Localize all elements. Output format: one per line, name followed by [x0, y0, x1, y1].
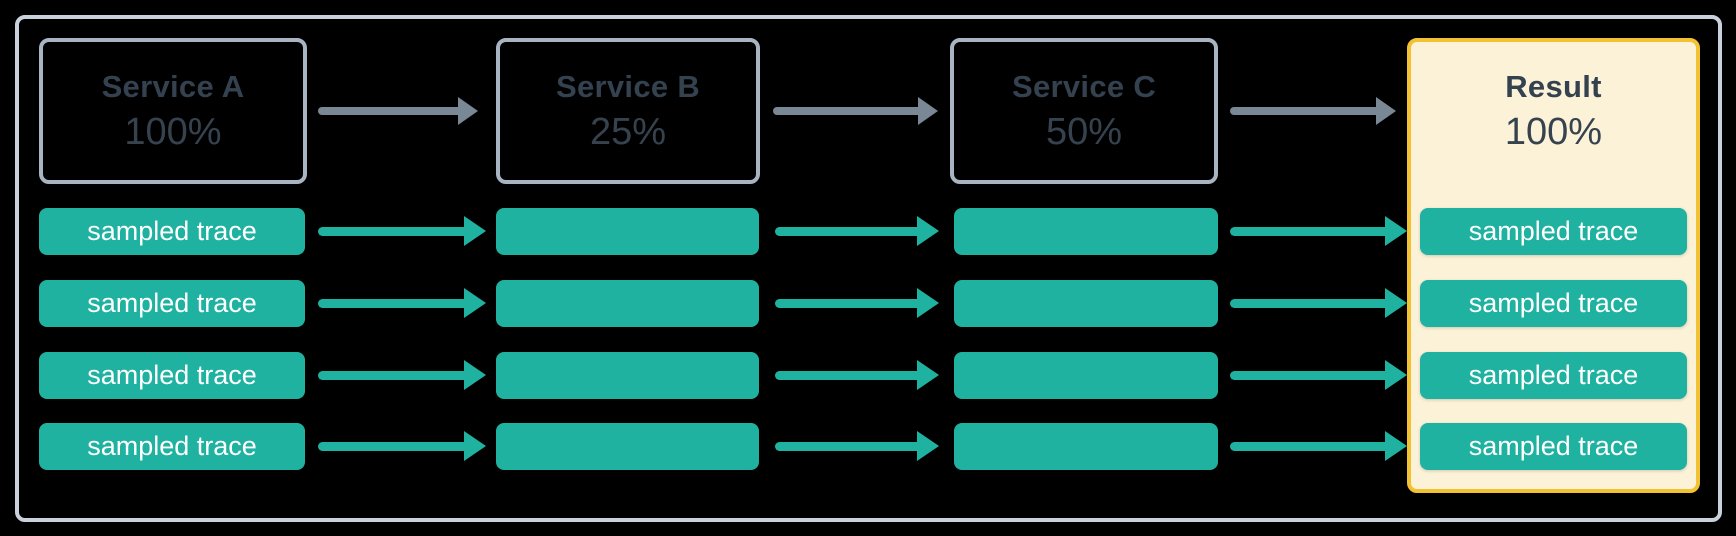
- trace-arrow-right-icon: [775, 288, 939, 318]
- service-c-box: Service C 50%: [950, 38, 1218, 184]
- trace-arrow-right-icon: [775, 360, 939, 390]
- result-box: Result 100%: [1407, 38, 1700, 493]
- sampled-trace-pill: sampled trace: [1420, 352, 1687, 399]
- sampled-trace-label: sampled trace: [1468, 360, 1639, 390]
- sampled-trace-pill: sampled trace: [39, 352, 305, 399]
- trace-arrow-right-icon: [1230, 431, 1407, 461]
- sampled-trace-pill: sampled trace: [39, 208, 305, 255]
- service-b-box: Service B 25%: [496, 38, 760, 184]
- trace-bar: [496, 280, 759, 327]
- sampled-trace-label: sampled trace: [1468, 288, 1639, 318]
- trace-bar: [954, 423, 1218, 470]
- arrow-right-icon: [1230, 96, 1396, 126]
- trace-bar: [496, 352, 759, 399]
- sampled-trace-label: sampled trace: [87, 216, 257, 246]
- sampled-trace-pill: sampled trace: [1420, 280, 1687, 327]
- sampled-trace-pill: sampled trace: [39, 423, 305, 470]
- trace-arrow-right-icon: [318, 360, 486, 390]
- trace-arrow-right-icon: [1230, 360, 1407, 390]
- sampled-trace-pill: sampled trace: [1420, 423, 1687, 470]
- service-a-rate: 100%: [124, 111, 222, 153]
- trace-arrow-right-icon: [318, 431, 486, 461]
- trace-arrow-right-icon: [1230, 288, 1407, 318]
- sampled-trace-pill: sampled trace: [39, 280, 305, 327]
- trace-bar: [496, 208, 759, 255]
- sampled-trace-label: sampled trace: [87, 288, 257, 318]
- service-a-box: Service A 100%: [39, 38, 307, 184]
- sampled-trace-label: sampled trace: [1468, 216, 1639, 246]
- result-title: Result: [1505, 69, 1602, 104]
- trace-bar: [496, 423, 759, 470]
- arrow-right-icon: [318, 96, 478, 126]
- trace-arrow-right-icon: [318, 288, 486, 318]
- trace-arrow-right-icon: [1230, 216, 1407, 246]
- trace-arrow-right-icon: [775, 216, 939, 246]
- trace-arrow-right-icon: [318, 216, 486, 246]
- service-b-title: Service B: [555, 69, 701, 104]
- result-rate: 100%: [1504, 111, 1603, 153]
- trace-bar: [954, 352, 1218, 399]
- trace-bar: [954, 280, 1218, 327]
- sampled-trace-label: sampled trace: [1468, 431, 1639, 461]
- arrow-right-icon: [773, 96, 938, 126]
- outer-frame: [15, 15, 1722, 522]
- trace-bar: [954, 208, 1218, 255]
- service-a-title: Service A: [101, 69, 245, 104]
- service-c-title: Service C: [1011, 69, 1157, 104]
- sampled-trace-label: sampled trace: [87, 360, 257, 390]
- service-c-rate: 50%: [1045, 111, 1123, 153]
- sampled-trace-pill: sampled trace: [1420, 208, 1687, 255]
- service-b-rate: 25%: [589, 111, 667, 153]
- sampled-trace-label: sampled trace: [87, 431, 257, 461]
- trace-arrow-right-icon: [775, 431, 939, 461]
- result-header: Result 100%: [1411, 42, 1696, 180]
